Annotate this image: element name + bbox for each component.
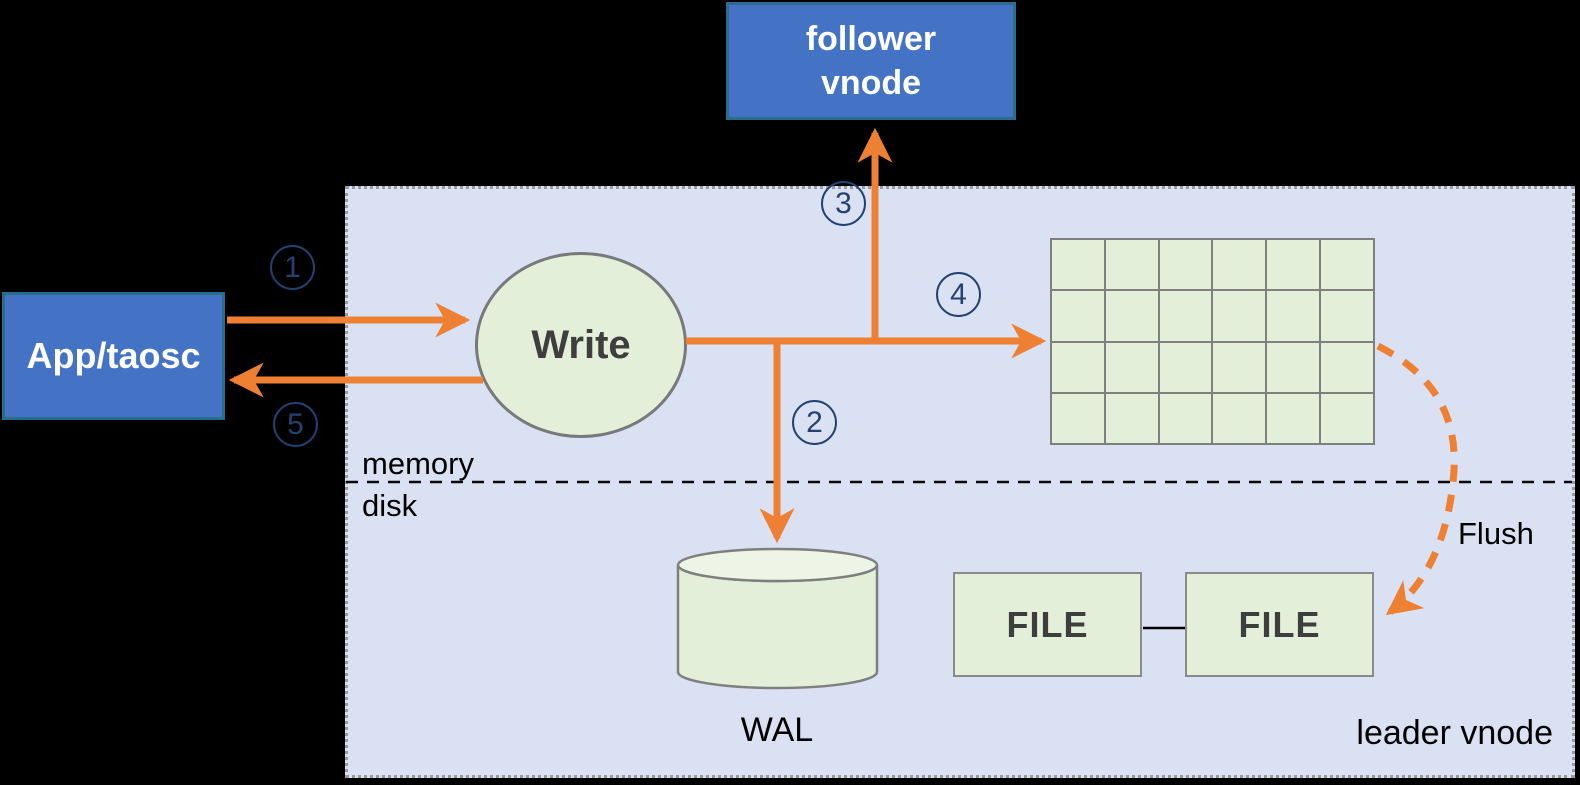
memtable-cell — [1105, 393, 1158, 443]
memtable-cell — [1052, 342, 1104, 392]
memtable-cell — [1159, 393, 1212, 443]
write-label: Write — [531, 322, 631, 367]
memtable-cell — [1159, 291, 1212, 341]
step-5-number: 5 — [287, 407, 304, 441]
memtable-cell — [1267, 291, 1320, 341]
memtable-cell — [1267, 393, 1320, 443]
file-node-right: FILE — [1185, 572, 1374, 677]
memtable-cell — [1159, 240, 1212, 290]
memtable-cell — [1321, 240, 1373, 290]
memtable-cell — [1159, 342, 1212, 392]
step-1-badge: 1 — [270, 245, 315, 290]
step-4-number: 4 — [950, 277, 967, 311]
step-2-badge: 2 — [792, 400, 837, 445]
step-2-number: 2 — [806, 405, 823, 439]
memtable-cell — [1213, 291, 1266, 341]
step-5-badge: 5 — [273, 402, 318, 447]
step-3-badge: 3 — [821, 181, 866, 226]
file-left-label: FILE — [1006, 603, 1089, 645]
memtable-cell — [1105, 342, 1158, 392]
memtable-cell — [1052, 240, 1104, 290]
memtable-cell — [1213, 342, 1266, 392]
step-4-badge: 4 — [936, 272, 981, 317]
disk-label: disk — [362, 488, 418, 523]
leader-vnode-label: leader vnode — [1356, 714, 1553, 752]
memtable-cell — [1052, 291, 1104, 341]
memtable-cell — [1213, 240, 1266, 290]
step-1-number: 1 — [284, 250, 301, 284]
flush-label: Flush — [1458, 516, 1534, 551]
memtable-cell — [1321, 393, 1373, 443]
step-3-number: 3 — [835, 186, 852, 220]
memtable-cell — [1105, 291, 1158, 341]
memtable-grid — [1050, 238, 1375, 445]
memtable-cell — [1321, 342, 1373, 392]
file-right-label: FILE — [1238, 603, 1321, 645]
follower-vnode-label-line2: vnode — [820, 64, 922, 102]
file-node-left: FILE — [953, 572, 1142, 677]
follower-vnode-node: follower vnode — [726, 2, 1016, 120]
memtable-cell — [1267, 240, 1320, 290]
memtable-cell — [1052, 393, 1104, 443]
memtable-cell — [1267, 342, 1320, 392]
memtable-cell — [1105, 240, 1158, 290]
app-taosc-label: App/taosc — [26, 335, 201, 376]
memtable-cell — [1213, 393, 1266, 443]
follower-vnode-label-line1: follower — [805, 20, 937, 58]
memtable-cell — [1321, 291, 1373, 341]
write-node: Write — [475, 252, 687, 438]
app-taosc-node: App/taosc — [2, 292, 225, 420]
wal-label: WAL — [740, 711, 814, 749]
memory-label: memory — [362, 446, 474, 481]
